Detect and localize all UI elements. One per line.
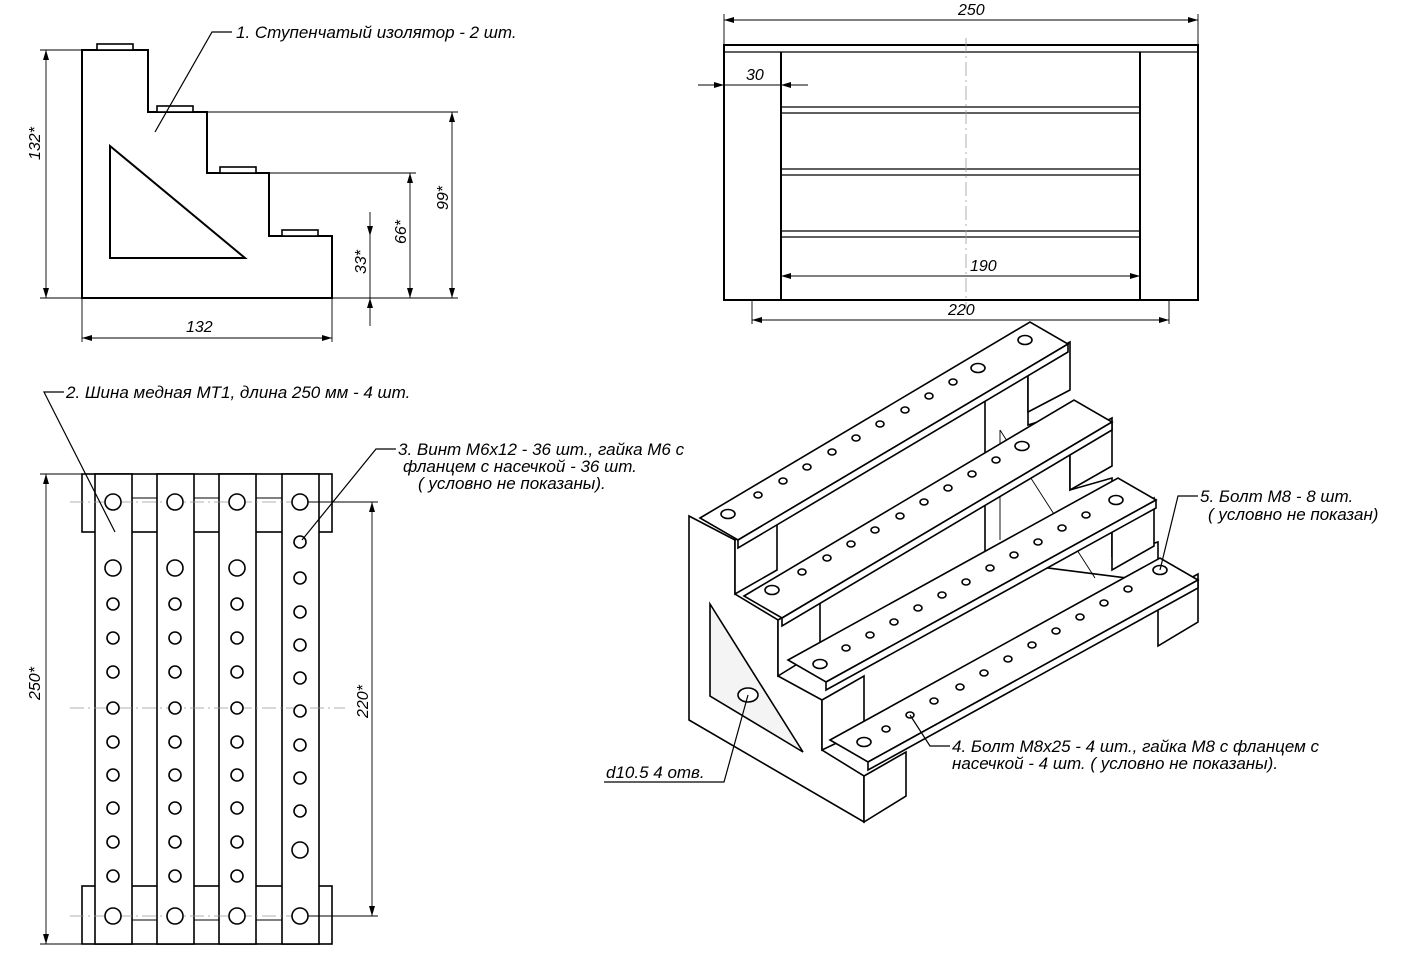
dim-bus-250: 250* — [27, 666, 44, 701]
hole-note-text: d10.5 4 отв. — [606, 763, 705, 782]
dim-bus-220: 220* — [355, 684, 372, 719]
top-view: 250 30 190 220 — [698, 2, 1199, 324]
dim-side-height: 132* — [27, 126, 44, 160]
dim-step-99: 99* — [435, 185, 452, 210]
note-4-line2: насечкой - 4 шт. ( условно не показаны). — [952, 754, 1278, 773]
note-3-line2: фланцем с насечкой - 36 шт. — [403, 457, 637, 476]
isometric-view: d10.5 4 отв. 4. Болт М8х25 - 4 шт., гайк… — [604, 321, 1378, 824]
dim-top-190: 190 — [970, 258, 997, 275]
dim-side-width: 132 — [186, 319, 213, 336]
note-4-line1: 4. Болт М8х25 - 4 шт., гайка М8 с фланце… — [952, 737, 1320, 756]
dim-top-220: 220 — [947, 302, 975, 319]
note-3-line1: 3. Винт М6х12 - 36 шт., гайка М6 с — [398, 440, 685, 459]
dim-step-33: 33* — [353, 249, 370, 274]
note-3-line3: ( условно не показаны). — [418, 474, 606, 493]
note-5-line1: 5. Болт М8 - 8 шт. — [1200, 487, 1353, 506]
bus-bar-view: 2. Шина медная МТ1, длина 250 мм - 4 шт.… — [27, 383, 685, 945]
note-5-line2: ( условно не показан) — [1208, 505, 1378, 524]
dim-top-250: 250 — [957, 2, 985, 19]
iso-holes — [720, 334, 1168, 748]
note-1-text: 1. Ступенчатый изолятор - 2 шт. — [236, 23, 517, 42]
note-2-text: 2. Шина медная МТ1, длина 250 мм - 4 шт. — [65, 383, 410, 402]
dim-top-30: 30 — [746, 67, 764, 84]
side-view: 1. Ступенчатый изолятор - 2 шт. 132* 132… — [27, 23, 517, 342]
bus-holes — [104, 493, 309, 925]
dim-step-66: 66* — [393, 219, 410, 244]
